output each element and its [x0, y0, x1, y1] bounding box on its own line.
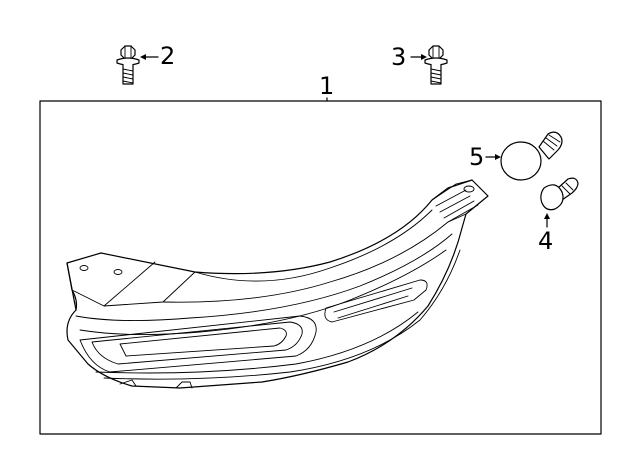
- callout-number-3: 3: [391, 43, 407, 71]
- arrow-3: [421, 54, 427, 60]
- callout-number-5: 5: [469, 143, 485, 171]
- assembly-frame: [39, 100, 602, 435]
- arrow-4: [544, 213, 550, 219]
- bolt-2-icon: [116, 45, 140, 85]
- callout-number-4: 4: [538, 227, 554, 255]
- callout-number-2: 2: [160, 42, 176, 70]
- arrow-2: [140, 54, 146, 60]
- small-bulb-4-icon: [540, 177, 579, 211]
- lamp-housing-icon: [66, 179, 489, 389]
- bolt-3-icon: [424, 45, 448, 85]
- arrow-5: [495, 154, 501, 160]
- callout-number-1: 1: [319, 72, 335, 100]
- large-bulb-5-icon: [500, 131, 563, 181]
